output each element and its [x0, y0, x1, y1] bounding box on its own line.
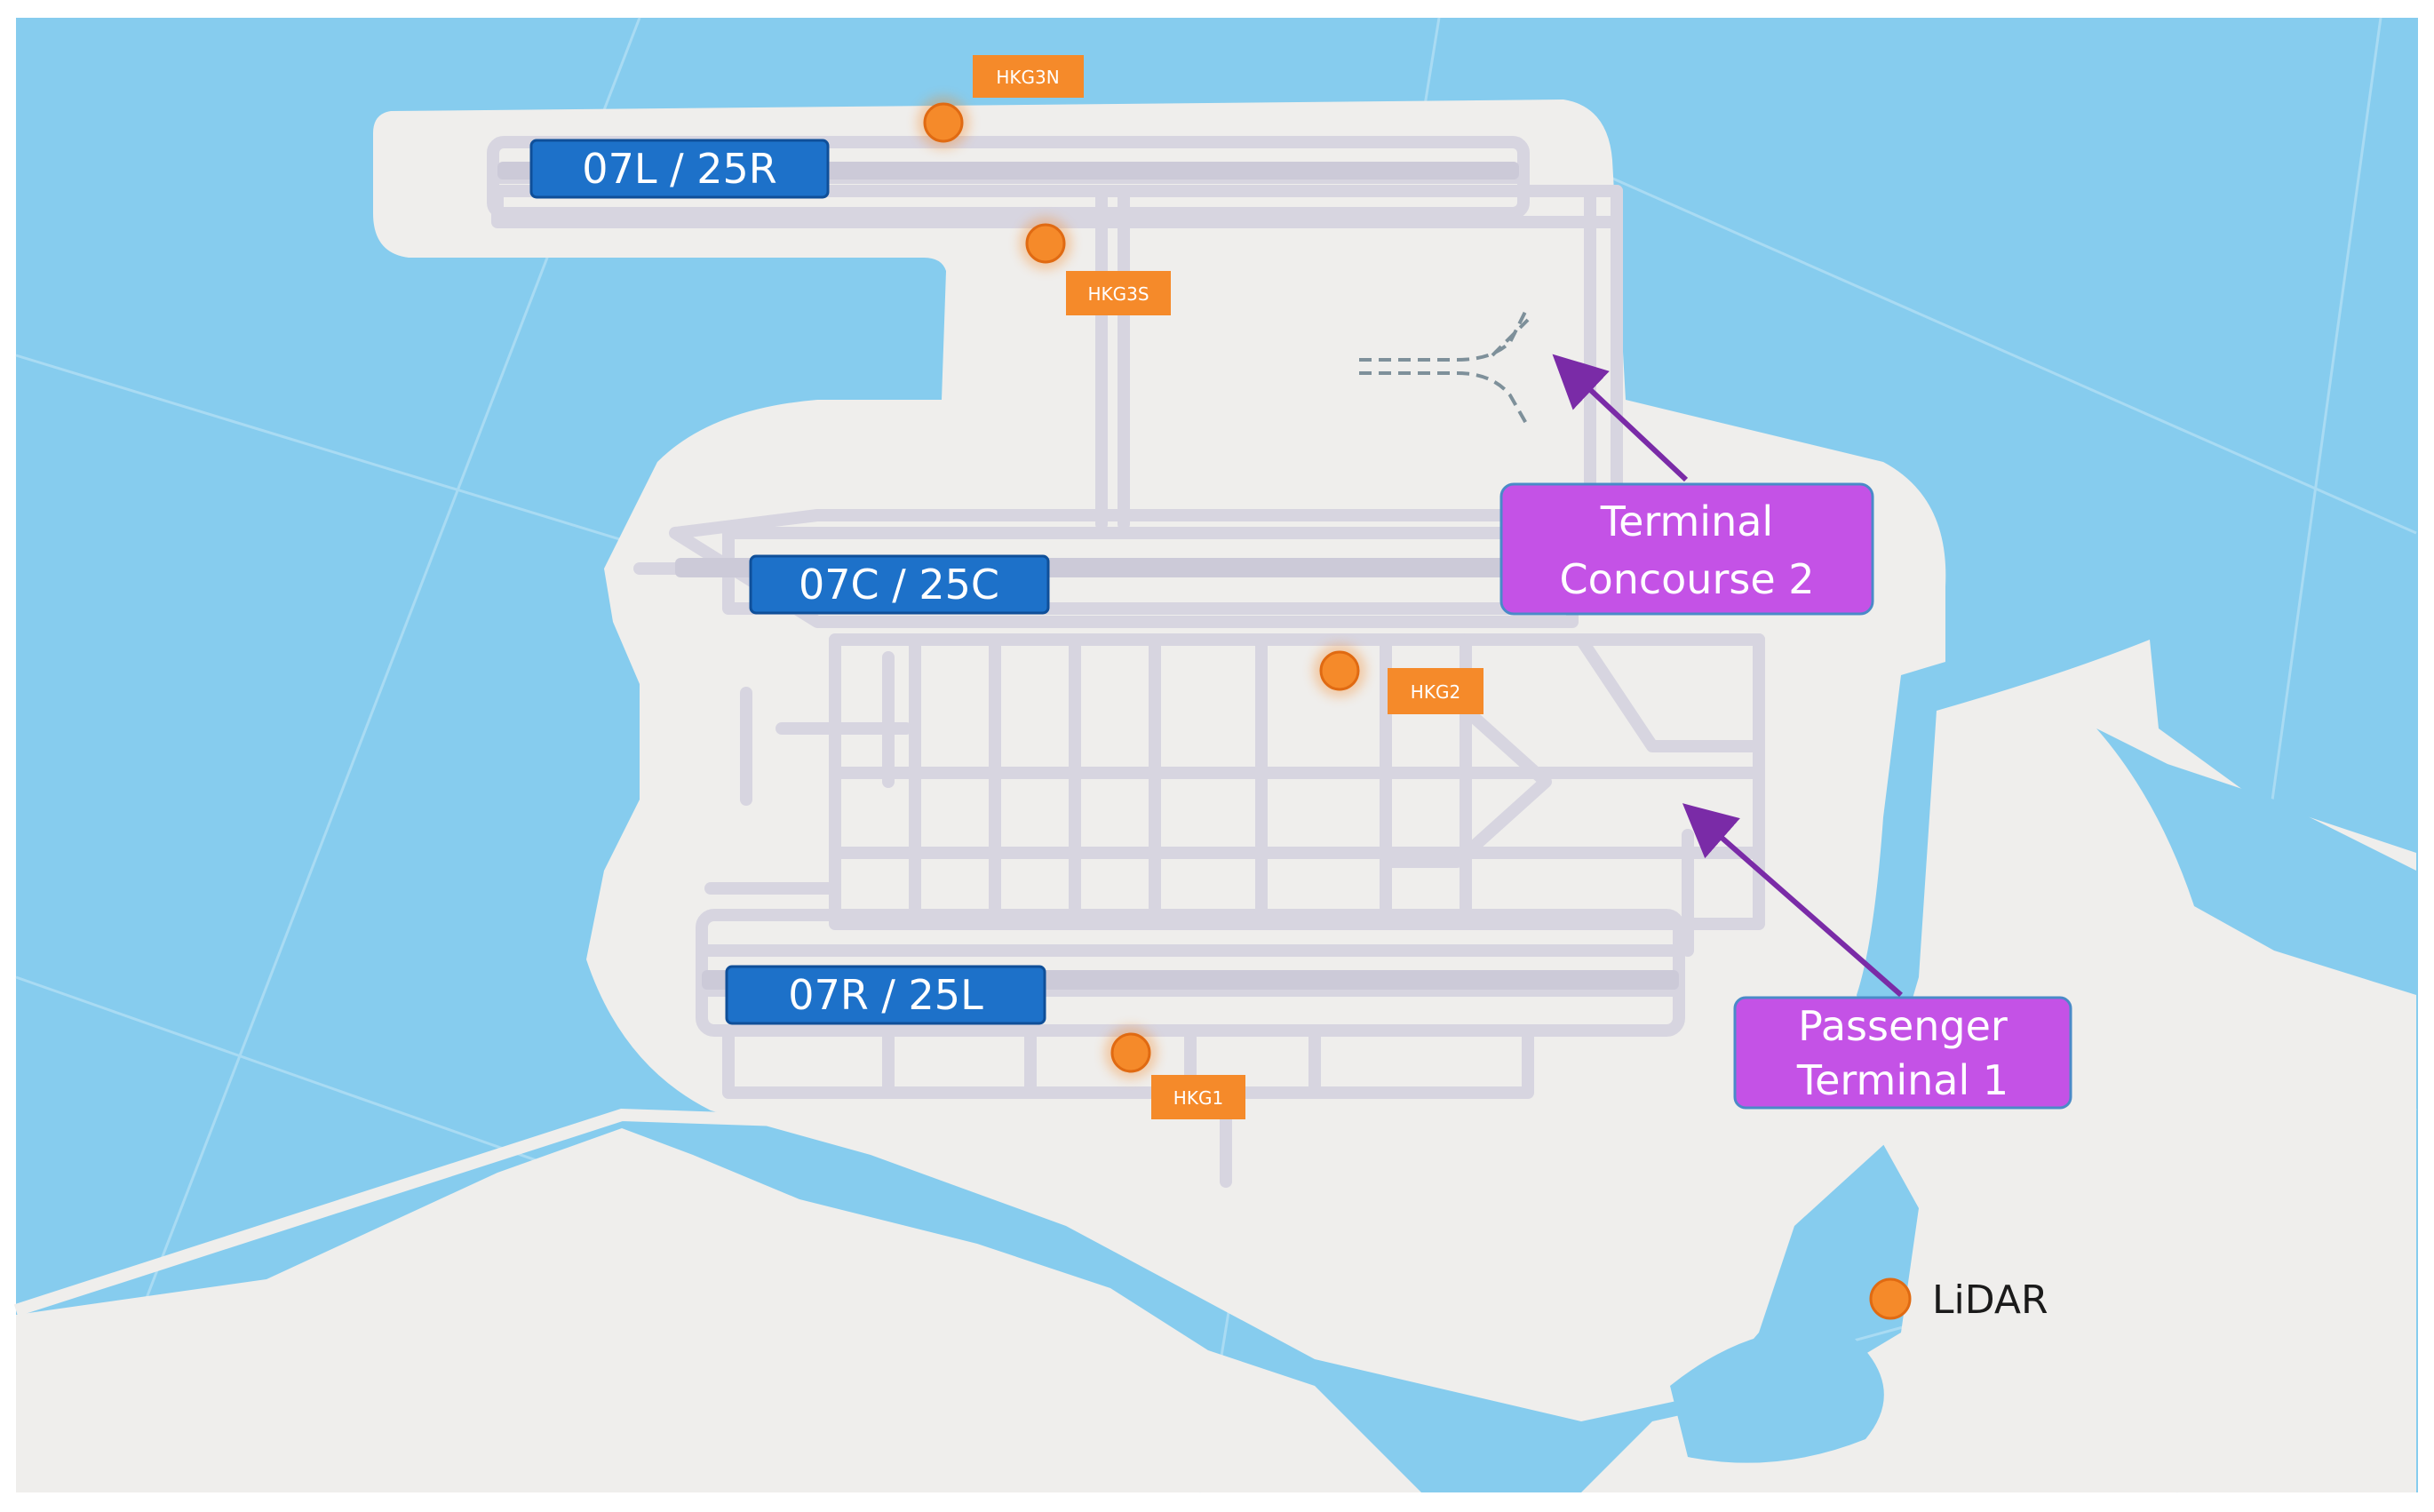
terminal-label-concourse-2: Terminal Concourse 2 [1499, 482, 1874, 616]
lidar-station-hkg2: HKG2 [1313, 644, 1483, 714]
station-label: HKG3S [1087, 283, 1149, 305]
runway-label-center: 07C / 25C [749, 554, 1050, 615]
bridge-road [13, 1108, 1112, 1317]
lidar-station-hkg3s: HKG3S [1019, 217, 1171, 315]
lidar-station-hkg1: HKG1 [1104, 1026, 1245, 1119]
runway-label-text: 07C / 25C [799, 561, 999, 609]
station-label: HKG1 [1173, 1087, 1223, 1109]
lidar-station-hkg3n: HKG3N [917, 55, 1084, 149]
station-label: HKG3N [996, 67, 1059, 88]
terminal-1-arrow [1682, 803, 1903, 998]
terminal-label-line-1: Terminal [1600, 497, 1773, 545]
lantau-island [16, 1128, 1421, 1492]
inner-bay [1670, 1329, 1884, 1463]
north-east-shore [2096, 728, 2416, 995]
legend-label: LiDAR [1932, 1277, 2048, 1323]
terminal-label-line-2: Concourse 2 [1559, 555, 1814, 603]
runway-label-south: 07R / 25L [725, 965, 1046, 1025]
lidar-marker-icon [1869, 1277, 1912, 1320]
legend: LiDAR [1869, 1277, 2048, 1323]
terminal-label-line-2: Terminal 1 [1796, 1056, 2008, 1104]
concourse-2-arrow [1552, 354, 1689, 482]
station-label: HKG2 [1411, 681, 1460, 703]
runway-label-text: 07L / 25R [582, 145, 776, 193]
runway-label-north: 07L / 25R [529, 139, 830, 199]
concourse-2-outline [1359, 306, 1530, 427]
runway-label-text: 07R / 25L [788, 971, 983, 1019]
terminal-label-line-1: Passenger [1798, 1002, 2008, 1050]
terminal-label-terminal-1: Passenger Terminal 1 [1733, 996, 2072, 1110]
